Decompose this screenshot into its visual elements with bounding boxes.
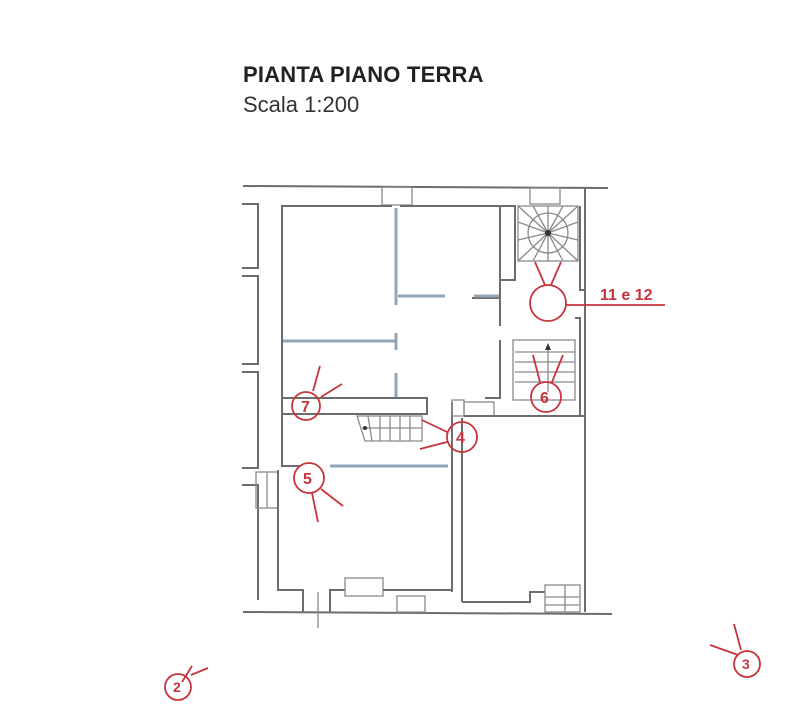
svg-text:5: 5 (303, 471, 312, 488)
marker-6[interactable]: 6 (530, 354, 564, 413)
spiral-staircase (517, 205, 579, 262)
svg-text:4: 4 (456, 430, 465, 447)
marker-11e12[interactable]: 11 e 12 (529, 261, 665, 322)
svg-text:11 e 12: 11 e 12 (600, 287, 653, 304)
marker-7[interactable]: 7 (291, 365, 343, 421)
marker-4[interactable]: 4 (419, 419, 478, 453)
plan-title: PIANTA PIANO TERRA (243, 62, 484, 87)
svg-text:6: 6 (540, 390, 549, 407)
corridor-stair (356, 415, 423, 442)
marker-3[interactable]: 3 (709, 623, 761, 678)
marker-2[interactable]: 2 (164, 665, 209, 701)
marker-5[interactable]: 5 (293, 462, 344, 523)
staircase-6 (515, 343, 575, 392)
outer-walls (242, 185, 613, 615)
svg-text:3: 3 (742, 656, 750, 672)
svg-text:7: 7 (301, 399, 310, 416)
svg-text:2: 2 (173, 679, 181, 695)
plan-scale: Scala 1:200 (243, 92, 360, 117)
interior-walls (277, 205, 585, 628)
